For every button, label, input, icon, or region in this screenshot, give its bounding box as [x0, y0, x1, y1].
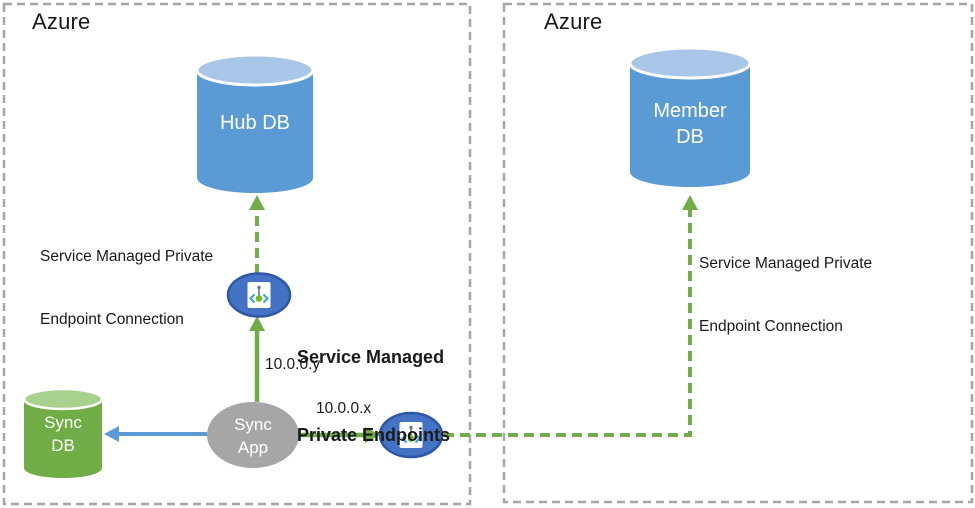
member-db-line1: Member: [653, 100, 727, 122]
endpoints-title-line2: Private Endpoints: [297, 425, 451, 445]
arrowhead-up-icon: [249, 316, 265, 331]
ip-label-10-0-0-x: 10.0.0.x: [316, 400, 372, 417]
icon-green-dot: [407, 435, 415, 442]
left-connection-line1: Service Managed Private: [40, 248, 214, 265]
endpoints-title-line1: Service Managed: [297, 347, 445, 367]
right-connection-line1: Service Managed Private: [699, 255, 873, 272]
arrow-sync-app-to-sync-db: [104, 426, 207, 442]
member-db-body: [630, 63, 750, 187]
arrowhead-up-icon: [682, 195, 698, 210]
arrow-sync-app-to-endpoint-1: [249, 316, 265, 402]
sync-app-line1: Sync: [234, 415, 272, 434]
service-managed-private-endpoints-title: Service Managed Private Endpoints: [297, 292, 450, 500]
private-endpoint-1: [226, 272, 292, 318]
member-db-top: [628, 46, 752, 80]
private-endpoint-2: [378, 411, 444, 459]
sync-db-top: [22, 387, 104, 411]
right-connection-line2: Endpoint Connection: [699, 318, 843, 335]
member-db-line2: DB: [676, 126, 704, 148]
sync-db-cylinder: [22, 387, 104, 478]
hub-db-cylinder: [195, 53, 315, 193]
sync-db-line1: Sync: [44, 413, 82, 432]
sync-db-body: [24, 399, 102, 478]
azure-region-left-border: [2, 2, 472, 506]
icon-stem-dot: [409, 425, 413, 430]
arrow-sync-app-to-endpoint-2: [300, 427, 380, 443]
sync-db-label: Sync DB: [24, 409, 102, 459]
azure-region-left-title: Azure: [32, 9, 91, 34]
hub-db-top: [195, 53, 315, 87]
arrowhead-left-icon: [104, 426, 119, 442]
sync-db-line2: DB: [51, 436, 75, 455]
icon-green-dot: [255, 295, 263, 302]
azure-region-right-title: Azure: [544, 9, 603, 34]
arrowhead-right-icon: [365, 427, 380, 443]
sync-app-label: Sync App: [207, 412, 299, 460]
hub-db-label: Hub DB: [219, 112, 291, 134]
member-db-label: Member DB: [630, 96, 750, 152]
sync-app-ellipse: [207, 402, 299, 468]
left-connection-line2: Endpoint Connection: [40, 311, 184, 328]
arrow-endpoint-2-to-member-db: [444, 195, 698, 437]
azure-region-right-border: [502, 2, 974, 504]
arrowhead-up-icon: [249, 195, 265, 210]
arrow-line-dashed: [444, 208, 692, 437]
sync-app-line2: App: [237, 438, 269, 457]
icon-chevron-left: [249, 293, 256, 304]
icon-chevron-right: [262, 293, 269, 304]
arrow-endpoint-1-to-hub-db: [249, 195, 265, 274]
icon-chevron-left: [401, 433, 408, 444]
hub-db-body: [197, 70, 313, 193]
right-connection-label: Service Managed Private Endpoint Connect…: [699, 211, 872, 379]
private-endpoint-icon: [399, 422, 423, 448]
ip-label-10-0-0-y: 10.0.0.y: [265, 356, 321, 373]
left-connection-label: Service Managed Private Endpoint Connect…: [40, 204, 213, 372]
icon-chevron-right: [414, 433, 421, 444]
member-db-cylinder: [628, 46, 752, 187]
private-endpoint-icon: [247, 282, 271, 308]
icon-stem-dot: [257, 285, 261, 290]
